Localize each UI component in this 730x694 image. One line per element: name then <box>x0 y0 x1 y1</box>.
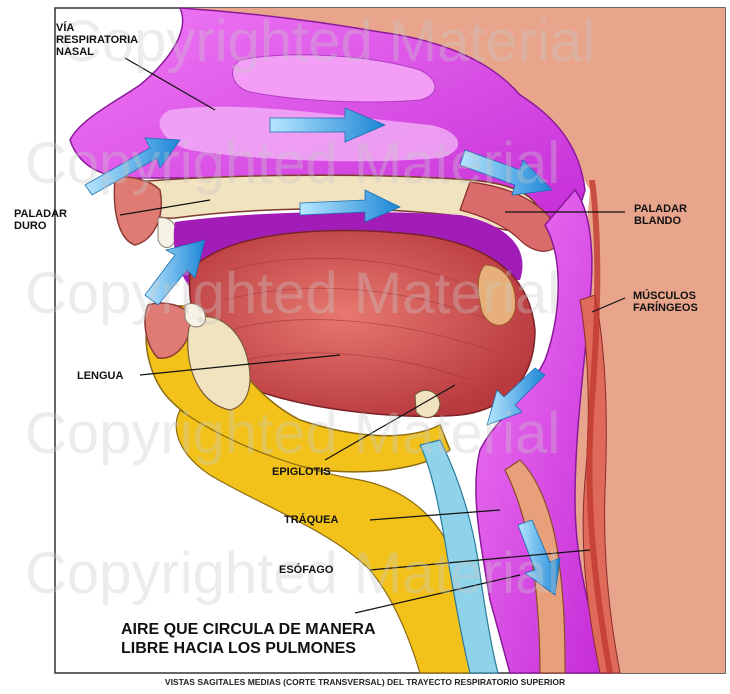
label-musculos-faringeos: MÚSCULOS FARÍNGEOS <box>633 290 698 314</box>
label-via-respiratoria-nasal: VÍA RESPIRATORIA NASAL <box>56 22 138 58</box>
label-lengua: LENGUA <box>77 370 123 382</box>
label-paladar-blando: PALADAR BLANDO <box>634 203 687 227</box>
label-epiglotis: EPIGLOTIS <box>272 466 331 478</box>
figure-footer: VISTAS SAGITALES MEDIAS (CORTE TRANSVERS… <box>0 677 730 687</box>
label-paladar-duro: PALADAR DURO <box>14 208 67 232</box>
label-esofago: ESÓFAGO <box>279 564 333 576</box>
epiglottis-shape <box>415 390 440 417</box>
label-traquea: TRÁQUEA <box>284 514 338 526</box>
airflow-caption: AIRE QUE CIRCULA DE MANERA LIBRE HACIA L… <box>121 620 376 658</box>
